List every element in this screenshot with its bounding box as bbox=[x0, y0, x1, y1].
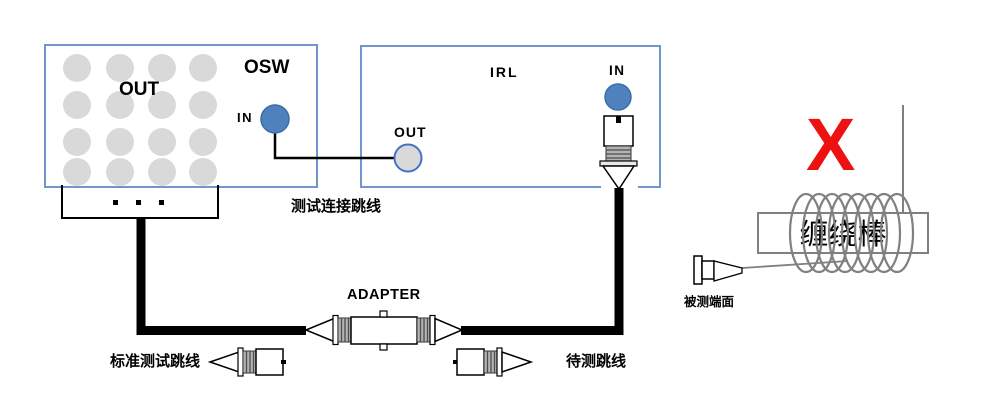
dot bbox=[159, 200, 164, 205]
end-face-under-test-label: 被测端面 bbox=[684, 295, 735, 309]
adapter-top-tab bbox=[379, 310, 388, 318]
connector-cone bbox=[207, 350, 240, 374]
ferrule-ribs bbox=[606, 149, 631, 159]
port-circle bbox=[189, 158, 217, 186]
fiber-coil-icon bbox=[788, 192, 915, 274]
adapter-right-cone-icon bbox=[434, 317, 464, 343]
port-circle bbox=[106, 158, 134, 186]
dot bbox=[136, 200, 141, 205]
connector-body bbox=[456, 348, 485, 376]
standard-jumper-connector-icon bbox=[207, 347, 286, 377]
connector-tick bbox=[453, 360, 458, 364]
osw-out-label: OUT bbox=[119, 79, 160, 100]
ferrule-ribs bbox=[486, 351, 496, 373]
port-circle bbox=[189, 128, 217, 156]
adapter-bottom-tab bbox=[379, 343, 388, 351]
irl-in-label: IN bbox=[609, 63, 626, 78]
osw-in-label: IN bbox=[237, 110, 253, 125]
port-circle bbox=[63, 54, 91, 82]
connector-tick bbox=[281, 360, 286, 364]
connector-flange bbox=[693, 255, 703, 285]
coil-loop bbox=[801, 192, 837, 274]
port-circle bbox=[148, 54, 176, 82]
connector-body bbox=[701, 260, 715, 280]
coil-loop bbox=[827, 192, 863, 274]
dut-jumper-cable bbox=[461, 188, 624, 335]
irl-in-connector-icon bbox=[599, 115, 638, 191]
osw-port-grid bbox=[63, 54, 217, 186]
standard-jumper-cable bbox=[136, 218, 306, 335]
osw-title: OSW bbox=[244, 57, 290, 78]
port-circle bbox=[63, 91, 91, 119]
dut-jumper-connector-icon bbox=[453, 347, 534, 377]
connector-cone bbox=[713, 260, 743, 282]
irl-out-port bbox=[393, 143, 423, 173]
port-circle bbox=[106, 54, 134, 82]
osw-in-port bbox=[260, 104, 290, 134]
standard-test-jumper-label: 标准测试跳线 bbox=[110, 353, 201, 370]
adapter-left-cone-icon bbox=[304, 317, 335, 343]
coil-loop bbox=[788, 192, 824, 274]
connector-tick bbox=[616, 116, 621, 123]
port-circle bbox=[106, 128, 134, 156]
port-circle bbox=[148, 128, 176, 156]
error-x-icon: X bbox=[806, 103, 856, 186]
ferrule-ribs bbox=[419, 318, 429, 342]
port-circle bbox=[189, 54, 217, 82]
winding-rod-illustration: 缠绕棒 bbox=[693, 105, 929, 285]
irl-in-port bbox=[604, 83, 632, 111]
adapter-body bbox=[350, 316, 418, 345]
coil-loop bbox=[840, 192, 876, 274]
adapter-label: ADAPTER bbox=[347, 287, 421, 303]
irl-title: IRL bbox=[490, 64, 519, 80]
end-face-connector-icon bbox=[693, 255, 743, 285]
coil-loop bbox=[866, 192, 902, 274]
connector-flange bbox=[237, 347, 244, 377]
coil-loop bbox=[879, 192, 915, 274]
test-connection-jumper-line bbox=[273, 133, 394, 160]
ferrule-ribs bbox=[340, 318, 350, 342]
test-connection-jumper-label: 测试连接跳线 bbox=[291, 198, 382, 215]
irl-out-label: OUT bbox=[394, 124, 427, 140]
connector-cone bbox=[601, 165, 636, 191]
dot bbox=[113, 200, 118, 205]
port-circle bbox=[189, 91, 217, 119]
port-circle bbox=[63, 158, 91, 186]
jumper-under-test-label: 待测跳线 bbox=[566, 353, 627, 370]
connector-body bbox=[255, 348, 284, 376]
adapter-left-flange bbox=[332, 314, 339, 346]
ferrule-ribs bbox=[245, 351, 255, 373]
port-circle bbox=[106, 91, 134, 119]
fiber-lead-left bbox=[741, 260, 849, 269]
coil-loop bbox=[853, 192, 889, 274]
port-circle bbox=[63, 128, 91, 156]
port-circle bbox=[148, 91, 176, 119]
coil-loop bbox=[814, 192, 850, 274]
connector-cone bbox=[501, 350, 534, 374]
ellipsis-dots bbox=[113, 200, 164, 205]
port-circle bbox=[148, 158, 176, 186]
adapter-assembly bbox=[304, 310, 464, 351]
